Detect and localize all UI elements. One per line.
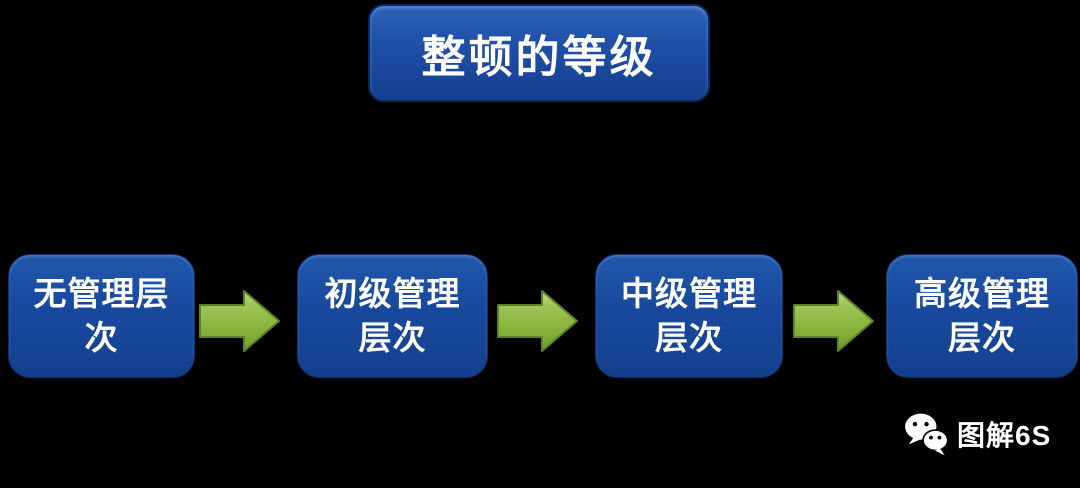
arrow-right-icon xyxy=(793,290,874,352)
arrow-right-icon xyxy=(497,290,578,352)
step-label-line2: 层次 xyxy=(948,319,1016,356)
watermark: 图解6S xyxy=(903,412,1051,456)
step-label-line2: 次 xyxy=(84,319,119,356)
flow-step-senior-management: 高级管理 层次 xyxy=(886,254,1078,378)
step-label-line1: 中级管理 xyxy=(621,275,757,312)
flow-step-junior-management: 初级管理 层次 xyxy=(297,254,488,378)
diagram-title: 整顿的等级 xyxy=(421,33,657,82)
step-label-line1: 无管理层 xyxy=(33,275,170,312)
step-label-line1: 初级管理 xyxy=(324,275,461,312)
step-label-line1: 高级管理 xyxy=(914,275,1050,312)
arrow-right-icon xyxy=(199,290,280,352)
diagram-title-box: 整顿的等级 xyxy=(368,4,710,102)
flow-step-middle-management: 中级管理 层次 xyxy=(595,254,783,378)
flow-step-no-management: 无管理层 次 xyxy=(8,254,195,378)
step-label-line2: 层次 xyxy=(655,319,723,356)
wechat-icon xyxy=(905,413,949,456)
step-label-line2: 层次 xyxy=(358,319,427,356)
watermark-label: 图解6S xyxy=(957,420,1052,451)
